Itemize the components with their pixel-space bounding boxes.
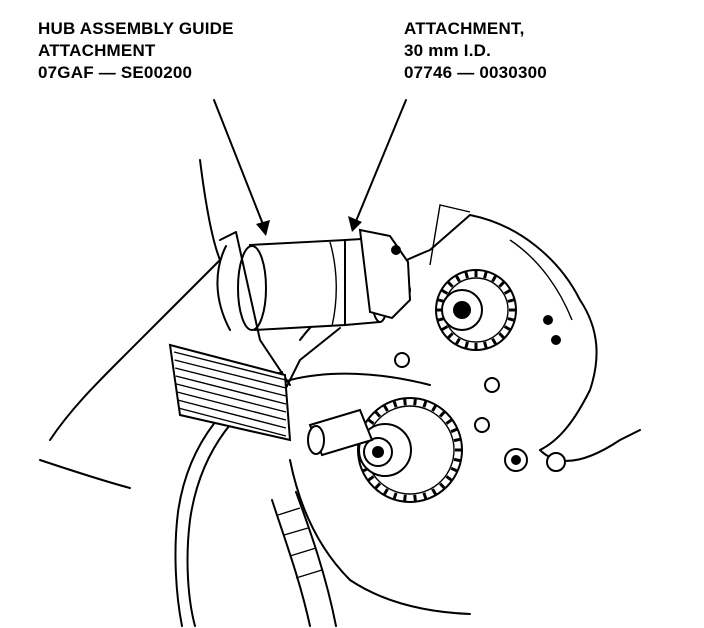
- gear-tooth: [440, 325, 449, 332]
- gear-tooth: [436, 317, 445, 322]
- gear-tooth: [498, 332, 506, 340]
- gear-tooth: [431, 404, 438, 412]
- engine-detail-line-2: [429, 204, 471, 266]
- attachment-30mm-label: ATTACHMENT, 30 mm I.D. 07746 — 0030300: [404, 18, 547, 84]
- gear-tooth: [431, 488, 438, 496]
- body-outline: [49, 159, 221, 441]
- body-outline-lower: [39, 459, 131, 489]
- gear-tooth: [382, 404, 389, 412]
- gear-tooth: [436, 298, 445, 303]
- gear-tooth: [446, 280, 454, 288]
- gear-tooth: [453, 437, 462, 443]
- gear-tooth: [491, 337, 498, 346]
- belt-rib: [176, 383, 287, 413]
- gear-tooth: [503, 288, 512, 295]
- tool-bracket-3: [216, 245, 231, 331]
- gear-tooth: [438, 410, 446, 418]
- engine-detail-line: [509, 239, 573, 321]
- gear-tooth: [392, 492, 398, 500]
- gear-tooth: [507, 317, 516, 322]
- lower-arm-2: [295, 491, 337, 627]
- gear-tooth: [507, 298, 516, 303]
- pointer-hub-guide-arrow: [256, 220, 270, 236]
- gear-tooth: [392, 400, 398, 408]
- hub-label-line-1: HUB ASSEMBLY GUIDE: [38, 19, 234, 38]
- tool-bracket: [219, 231, 291, 386]
- cam-gear: [435, 269, 517, 351]
- belt-rib: [173, 351, 287, 381]
- timing-belt-top: [289, 372, 431, 386]
- crank-shaft-end: [307, 425, 325, 455]
- lower-arm-ribs: [277, 507, 323, 579]
- belt-rib: [174, 359, 287, 389]
- gear-tooth: [483, 270, 488, 279]
- gear-tooth: [454, 274, 461, 283]
- gear-tooth: [464, 341, 469, 350]
- engine-block-lower: [289, 459, 471, 615]
- gear-tooth: [413, 398, 417, 406]
- attachment-label-part-number: 07746 — 0030300: [404, 63, 547, 82]
- pointer-attachment-arrow: [348, 216, 362, 232]
- belt-rib: [176, 391, 287, 421]
- hub-assembly-guide-label: HUB ASSEMBLY GUIDE ATTACHMENT 07GAF — SE…: [38, 18, 234, 84]
- gear-tooth: [403, 398, 407, 406]
- pointer-attachment: [353, 99, 407, 227]
- gear-tooth: [440, 288, 449, 295]
- attachment-30mm-tool: [358, 228, 412, 320]
- gear-tooth: [446, 332, 454, 340]
- belt-rib: [178, 407, 287, 437]
- gear-tooth: [454, 337, 461, 346]
- lower-arm: [271, 499, 311, 627]
- belt-rib: [175, 367, 287, 397]
- gear-tooth: [498, 280, 506, 288]
- gear-tooth: [403, 494, 407, 502]
- gear-tooth: [422, 492, 428, 500]
- pointer-hub-guide: [213, 99, 267, 233]
- gear-tooth: [438, 482, 446, 490]
- attachment-label-line-2: 30 mm I.D.: [404, 41, 492, 60]
- gear-tooth: [450, 427, 459, 434]
- gear-tooth: [483, 341, 488, 350]
- crank-gear: [357, 397, 463, 503]
- gear-tooth: [445, 475, 453, 482]
- hub-label-line-2: ATTACHMENT: [38, 41, 156, 60]
- gear-tooth: [382, 488, 389, 496]
- belt-rib: [175, 375, 287, 405]
- gear-tooth: [413, 494, 417, 502]
- gear-tooth: [367, 418, 375, 425]
- gear-tooth: [450, 466, 459, 473]
- gear-tooth: [503, 325, 512, 332]
- belt-rib: [177, 399, 287, 429]
- gear-tooth: [422, 400, 428, 408]
- engine-block-right: [539, 429, 641, 462]
- hub-label-part-number: 07GAF — SE00200: [38, 63, 193, 82]
- gear-tooth: [367, 475, 375, 482]
- belt-bundle: [168, 343, 292, 442]
- gear-tooth: [464, 270, 469, 279]
- gear-tooth: [374, 482, 382, 490]
- attachment-label-line-1: ATTACHMENT,: [404, 19, 525, 38]
- gear-tooth: [491, 274, 498, 283]
- gear-tooth: [374, 410, 382, 418]
- gear-tooth: [453, 457, 462, 463]
- gear-tooth: [445, 418, 453, 425]
